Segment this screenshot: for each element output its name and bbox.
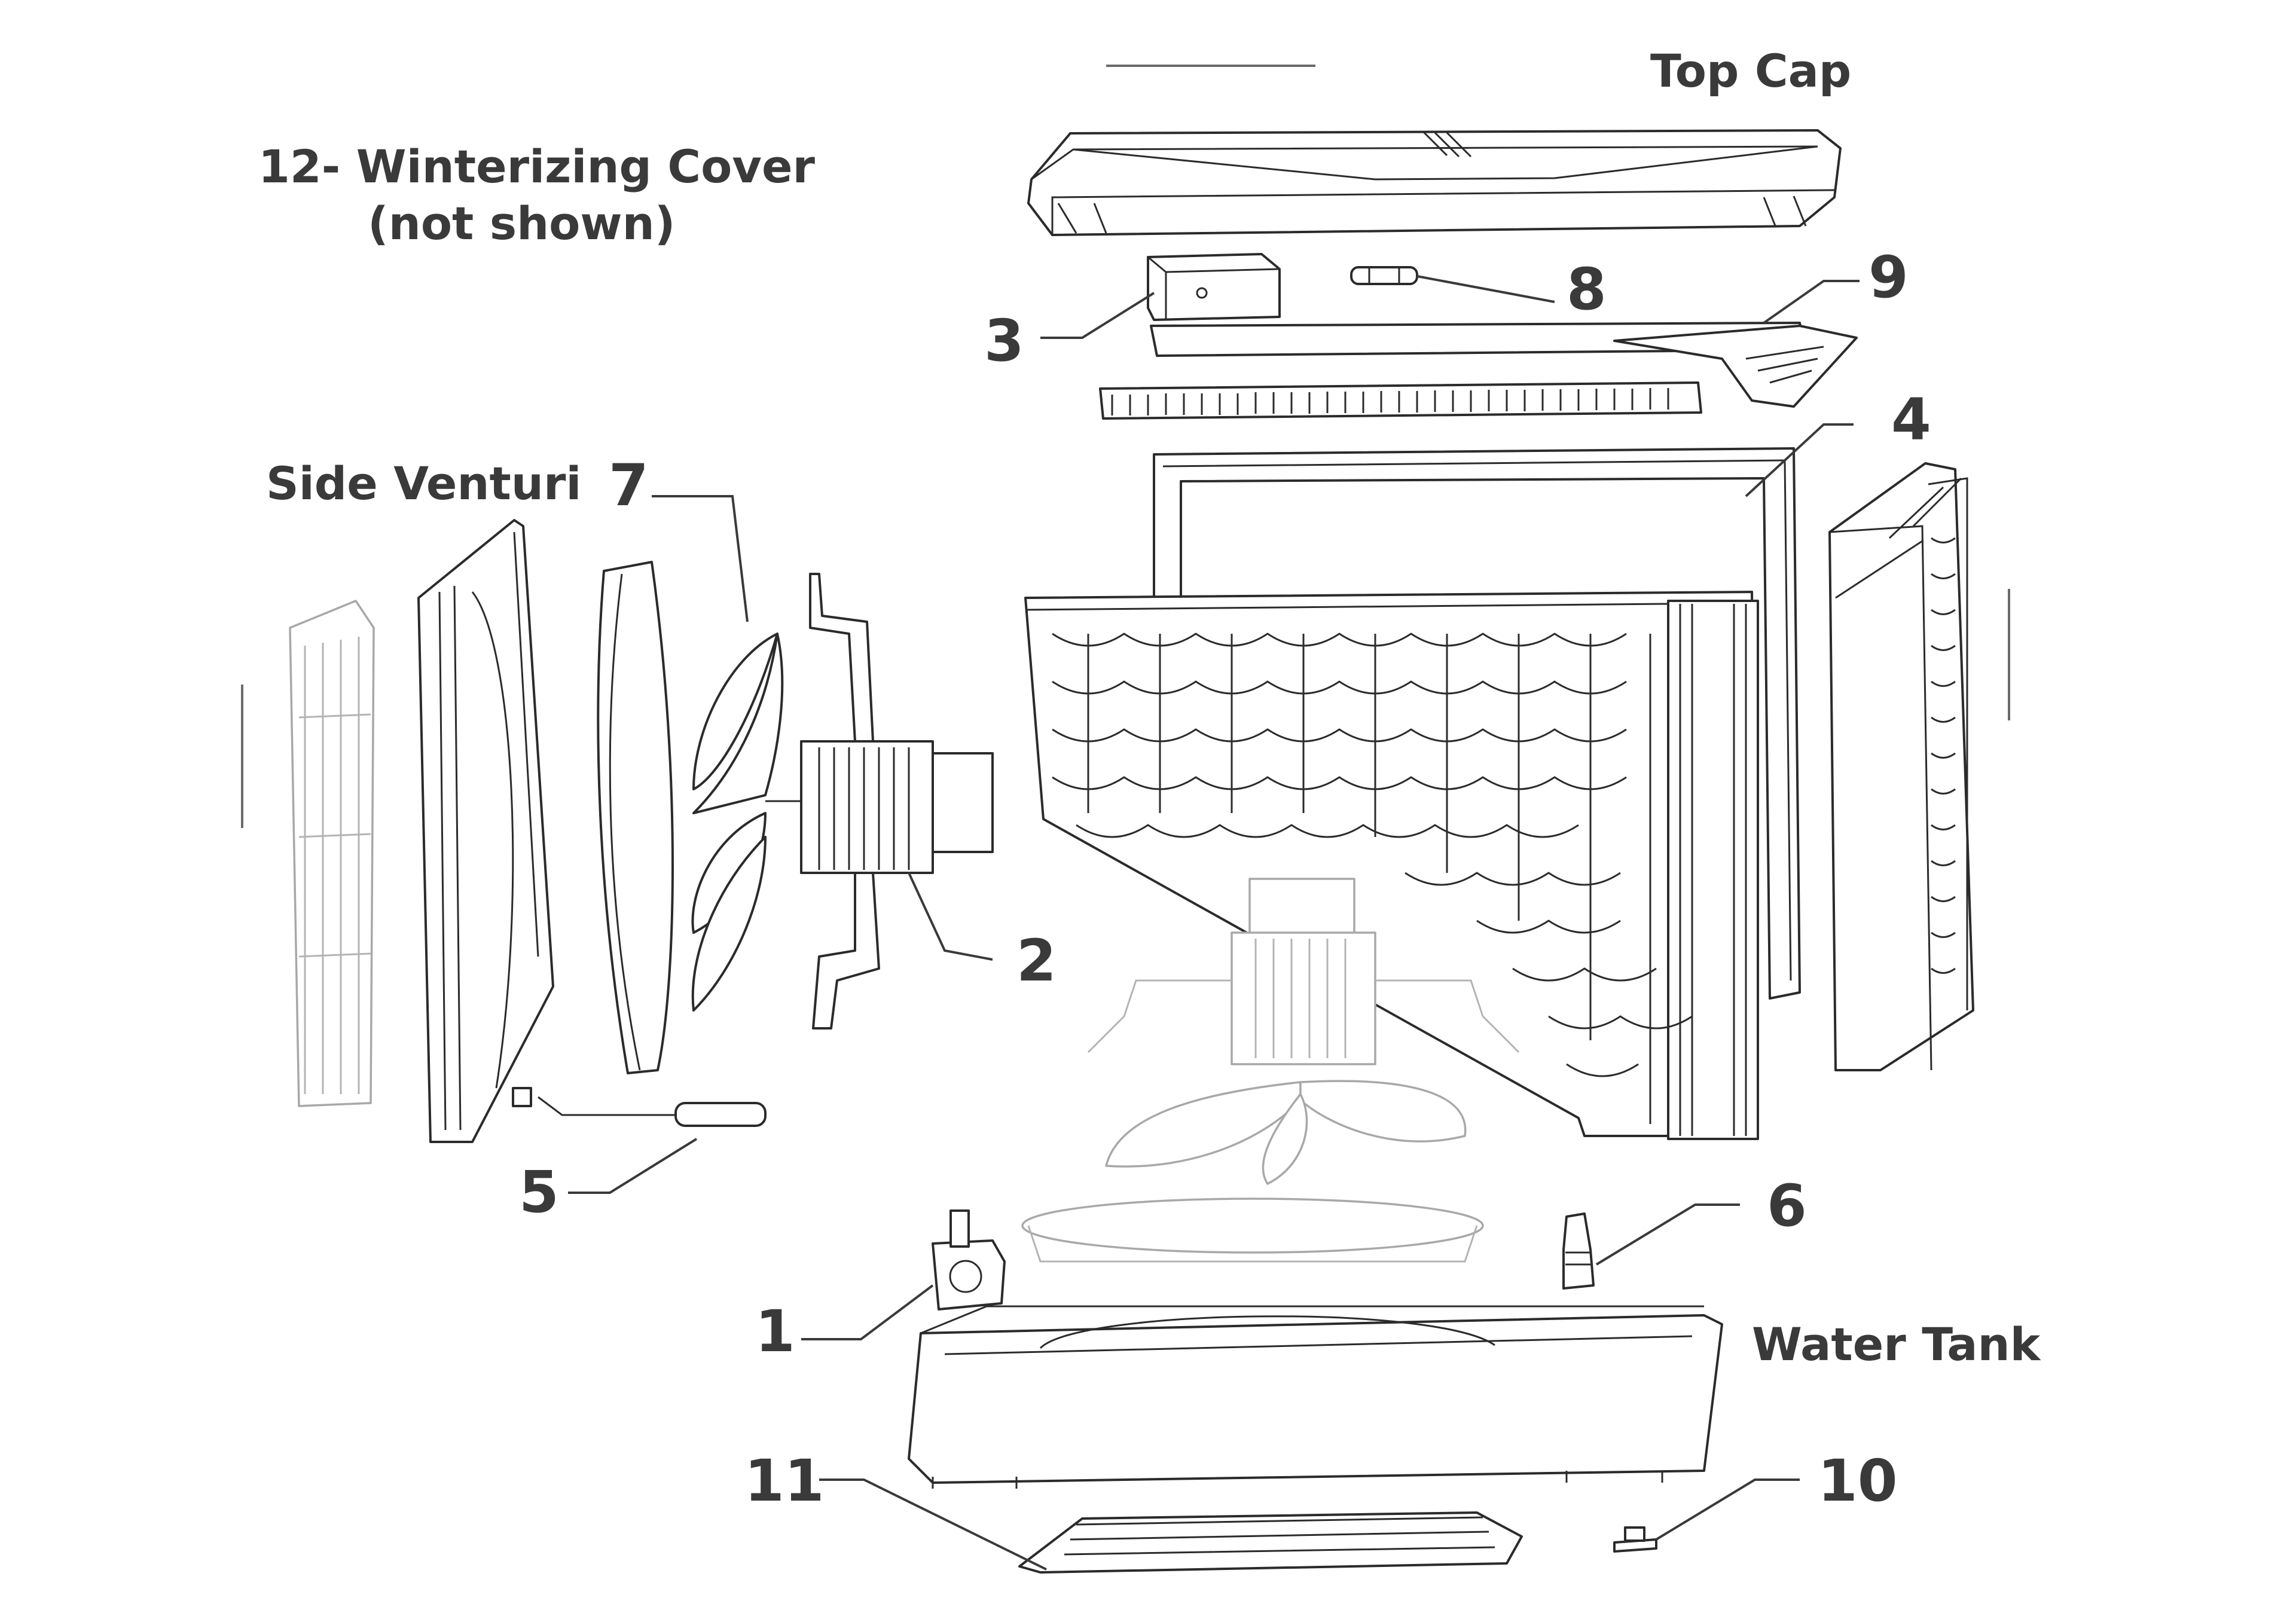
callout-4: 4 bbox=[1891, 386, 1931, 453]
label-winterizing-cover: 12- Winterizing Cover bbox=[258, 140, 815, 193]
callout-7: 7 bbox=[609, 452, 649, 519]
water-tank-part bbox=[908, 1305, 1723, 1489]
label-side-venturi: Side Venturi bbox=[266, 457, 581, 510]
callout-1: 1 bbox=[755, 1298, 795, 1365]
label-water-tank: Water Tank bbox=[1752, 1318, 2041, 1371]
callout-10: 10 bbox=[1818, 1447, 1898, 1514]
callout-3: 3 bbox=[984, 307, 1024, 374]
label-top-cap: Top Cap bbox=[1650, 44, 1851, 97]
callout-6: 6 bbox=[1767, 1172, 1807, 1239]
right-side-filter-panel bbox=[1828, 462, 1974, 1071]
part-5-float-switch bbox=[512, 1087, 767, 1127]
callout-11: 11 bbox=[744, 1447, 825, 1514]
part-2-fan-motor bbox=[800, 573, 994, 1030]
part-11-tank-bracket bbox=[1018, 1511, 1523, 1574]
main-frame-cooling-media bbox=[1024, 591, 1759, 1140]
part-9-water-distribution bbox=[1099, 322, 1858, 420]
callout-2: 2 bbox=[1016, 927, 1057, 994]
side-venturi-frame bbox=[417, 519, 674, 1143]
leader-lines bbox=[568, 275, 1860, 1571]
side-venturi-grille bbox=[289, 600, 375, 1107]
part-1-water-pump bbox=[932, 1209, 1006, 1311]
callout-8: 8 bbox=[1567, 256, 1607, 323]
label-winterizing-not-shown: (not shown) bbox=[368, 197, 675, 250]
part-8-float-valve bbox=[1350, 266, 1418, 285]
callout-9: 9 bbox=[1868, 244, 1909, 311]
decorative-rules bbox=[241, 65, 2010, 828]
callout-5: 5 bbox=[519, 1159, 559, 1226]
top-cap-part bbox=[1027, 129, 1842, 236]
part-10-drain-plug bbox=[1613, 1526, 1657, 1553]
ghost-motor-assembly bbox=[1021, 878, 1520, 1263]
part-3-junction-box bbox=[1147, 253, 1281, 321]
part-6-drain-fitting bbox=[1562, 1212, 1595, 1290]
part-7-fan-blade bbox=[691, 633, 801, 1012]
